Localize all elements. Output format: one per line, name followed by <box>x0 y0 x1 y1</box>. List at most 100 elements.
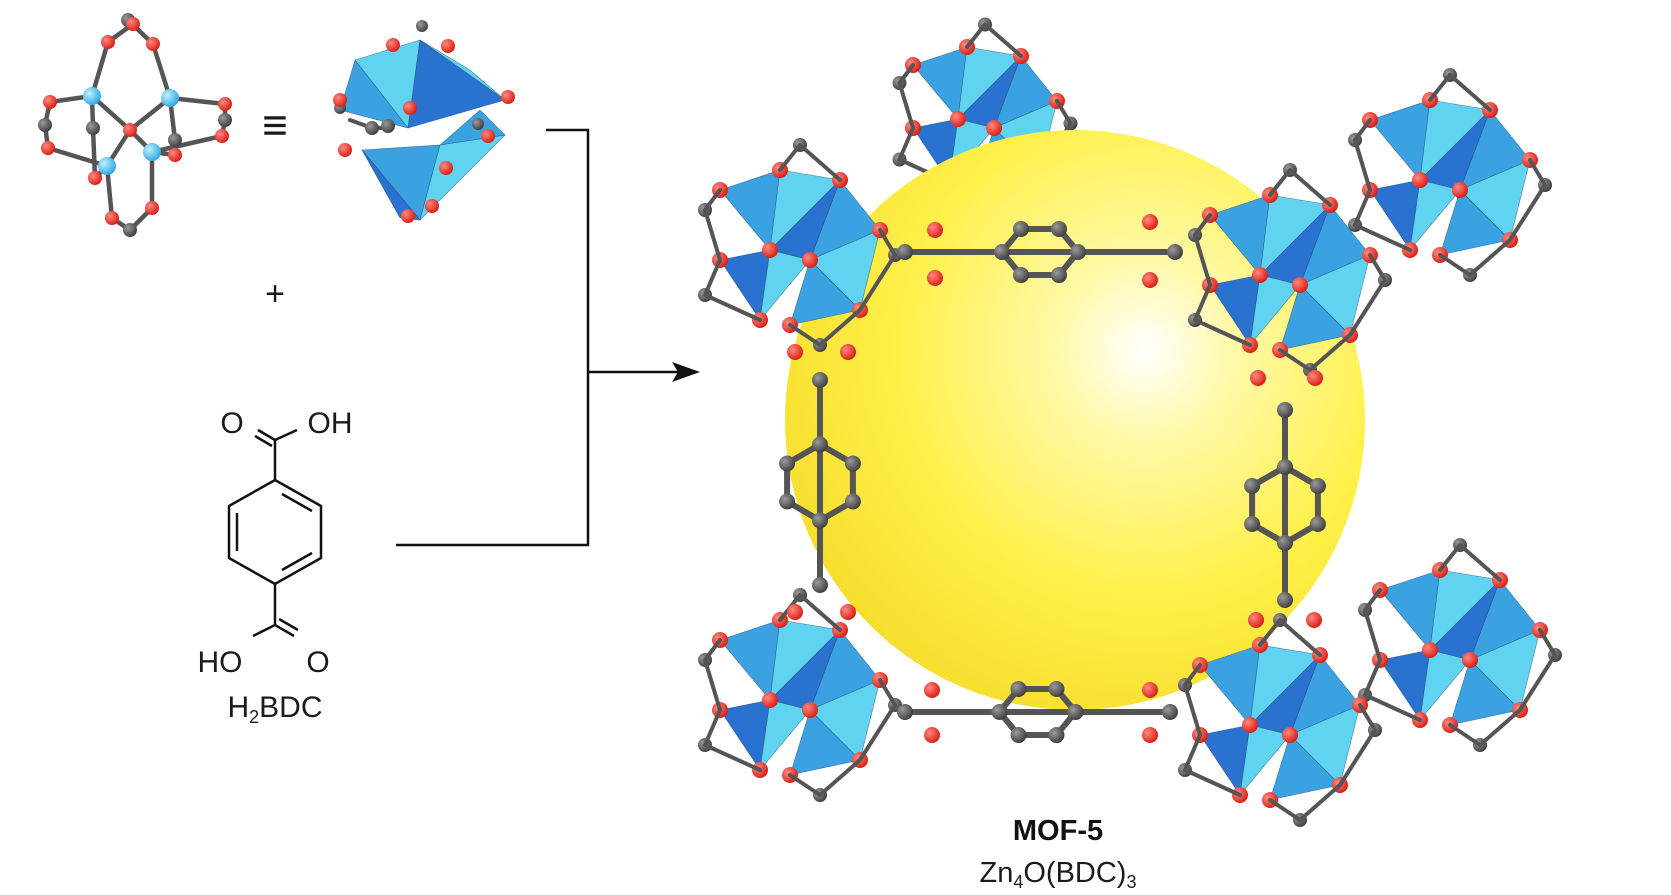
zn-tetrahedron-face <box>339 59 409 129</box>
oxygen-atom <box>1142 272 1158 288</box>
linker-name: H2BDC <box>227 691 322 727</box>
oxygen-atom <box>1412 172 1428 188</box>
bond <box>1268 798 1302 822</box>
zn-tetrahedron-face <box>789 709 861 776</box>
carbon-atom <box>472 118 484 130</box>
bond <box>818 308 862 347</box>
oxygen-atom <box>1422 642 1438 658</box>
h2bdc-structure: O OH HO O <box>198 407 353 679</box>
carbon-atom <box>897 704 913 720</box>
bond <box>1528 158 1547 187</box>
bond <box>45 145 110 169</box>
bond <box>798 593 842 632</box>
bottom-carboxyl-bonds <box>252 584 299 638</box>
bond <box>858 703 897 762</box>
bond <box>703 293 762 322</box>
carbon-atom <box>1048 680 1065 697</box>
oxygen-atom <box>126 17 140 31</box>
top-carbonyl-o: O <box>220 407 243 440</box>
oxygen-atom <box>927 270 943 286</box>
carbon-atom <box>812 436 828 453</box>
bond <box>1193 213 1212 237</box>
bond <box>1183 683 1202 737</box>
bond <box>1338 728 1377 787</box>
bond <box>965 22 987 49</box>
bond <box>1438 253 1472 277</box>
oxygen-atom <box>1248 612 1264 628</box>
carbon-atom <box>1162 704 1178 720</box>
bond <box>1278 618 1322 657</box>
oxygen-atom <box>481 129 495 143</box>
carbon-atom <box>1067 704 1084 720</box>
bond <box>89 39 111 99</box>
oxygen-atom <box>1462 652 1478 668</box>
bond <box>1353 223 1412 252</box>
oxygen-atom <box>425 199 439 213</box>
bond <box>703 638 722 662</box>
oxygen-atom <box>101 35 115 49</box>
oxygen-atom <box>927 222 943 238</box>
benzene-ring <box>227 478 323 586</box>
zn4o-cluster-ball-stick <box>38 13 232 237</box>
top-hydroxyl: OH <box>308 407 353 440</box>
oxygen-atom <box>441 39 455 53</box>
bond <box>1438 543 1462 572</box>
carbon-atom <box>1013 220 1029 237</box>
bond <box>1363 658 1382 697</box>
carbon-atom <box>897 244 913 260</box>
bond <box>1278 348 1312 372</box>
oxygen-atom <box>762 692 778 708</box>
oxygen-atom <box>338 143 352 157</box>
oxygen-atom <box>840 344 856 360</box>
bond <box>798 143 842 182</box>
oxygen-atom <box>145 201 159 215</box>
zn-tetrahedron-face <box>719 169 781 251</box>
oxygen-atom <box>1282 727 1298 743</box>
bond <box>1055 99 1073 126</box>
bond <box>1193 283 1212 322</box>
bond <box>703 188 722 212</box>
bond <box>1258 618 1282 647</box>
carbon-atom <box>991 704 1008 720</box>
bond <box>1518 653 1557 712</box>
bond <box>1508 183 1547 242</box>
product-title: MOF-5 <box>1013 815 1103 847</box>
carbon-atom <box>812 512 828 529</box>
zn-tetrahedron-face <box>1449 659 1521 726</box>
zn-tetrahedron-face <box>912 46 968 120</box>
carbon-atom <box>812 372 828 388</box>
bond <box>1358 703 1377 732</box>
bond <box>703 658 722 712</box>
bond <box>1268 168 1292 197</box>
oxygen-atom <box>1252 267 1268 283</box>
zn-tetrahedron-face <box>789 259 861 326</box>
bond <box>897 126 915 162</box>
bond <box>703 258 722 297</box>
oxygen-atom <box>950 111 966 127</box>
oxygen-atom <box>146 37 160 51</box>
bond <box>1183 663 1202 687</box>
carbon-atom <box>365 121 379 135</box>
oxygen-atom <box>501 90 515 104</box>
bond <box>1193 318 1252 347</box>
zinc-atom <box>161 89 179 107</box>
product-formula: Zn4O(BDC)3 <box>980 857 1137 892</box>
oxygen-atom <box>218 97 232 111</box>
carbon-atom <box>779 455 796 472</box>
oxygen-atom <box>924 682 940 698</box>
zn-tetrahedron-face <box>759 699 811 772</box>
oxygen-atom <box>41 141 55 155</box>
formula-subscript-3: 3 <box>1126 872 1136 892</box>
carbon-atom <box>1048 727 1065 744</box>
oxygen-atom <box>215 129 229 143</box>
carbon-atom <box>1277 535 1293 551</box>
oxygen-atom <box>1250 370 1266 386</box>
bond <box>788 323 822 347</box>
carbon-atom <box>844 455 861 472</box>
oxygen-atom <box>386 38 400 52</box>
bond <box>149 133 225 155</box>
carbon-atom <box>123 223 137 237</box>
bond <box>167 95 228 107</box>
carbon-atom <box>218 113 232 127</box>
zn4o-cluster-polyhedral <box>333 20 515 223</box>
